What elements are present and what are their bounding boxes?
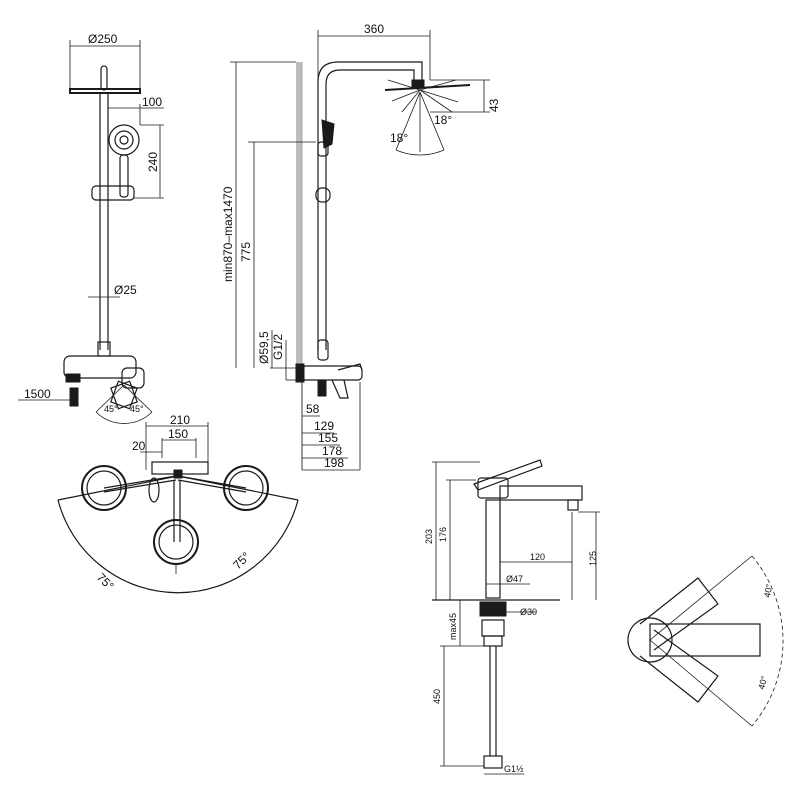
basin-lever — [473, 459, 543, 491]
pipe-diameter-label: Ø25 — [114, 283, 137, 297]
basin-shank — [479, 601, 507, 617]
swing-left-label: 75° — [94, 570, 117, 593]
angle-bottom-label: 40° — [756, 674, 769, 690]
head-diameter-label: Ø250 — [88, 32, 118, 46]
hole-diameter-label: Ø30 — [520, 607, 537, 617]
front-view: Ø250 100 240 Ø25 1500 — [18, 32, 164, 424]
outlet-nozzle — [69, 387, 79, 407]
angle-left-label: 45° — [104, 404, 118, 414]
hand-shower-side — [321, 119, 335, 149]
angle-right-label: 45° — [130, 404, 144, 414]
lever-rest-position — [649, 623, 761, 657]
depth-5-label: 198 — [324, 456, 344, 470]
spray-left-label: 18° — [390, 131, 408, 145]
spray-lines — [387, 79, 459, 113]
basin-thread-label: G1½ — [504, 764, 524, 774]
lever-rotated-up — [639, 577, 719, 651]
swing-arc — [57, 499, 299, 594]
reach-label: 120 — [530, 552, 545, 562]
hose-length-basin-label: 450 — [432, 689, 442, 704]
thread-label: G1/2 — [271, 334, 285, 360]
rain-head-shape — [69, 88, 141, 94]
height-range-label: min870–max1470 — [221, 186, 235, 282]
hose-length-label: 1500 — [24, 387, 51, 401]
depth-3-label: 155 — [318, 431, 338, 445]
centers-outer-label: 210 — [170, 413, 190, 427]
side-view: 360 43 18° 18° — [221, 22, 501, 471]
depth-1-label: 58 — [306, 402, 320, 416]
arm-length-label: 360 — [364, 22, 384, 36]
basin-view: 203 176 120 125 Ø47 Ø30 max45 450 G1½ — [424, 459, 600, 775]
head-connector-shape — [100, 65, 108, 91]
inlet-diameter-label: Ø59,5 — [257, 331, 271, 364]
centers-inner-label: 150 — [168, 427, 188, 441]
spray-right-label: 18° — [434, 113, 452, 127]
basin-spout — [499, 485, 583, 501]
swing-right-label: 75° — [230, 549, 253, 572]
offset-label: 20 — [132, 439, 146, 453]
hand-shower-head — [108, 124, 140, 156]
depth-2-label: 129 — [314, 419, 334, 433]
hand-height-label: 240 — [146, 152, 160, 172]
top-view: 210 150 20 75° 75° — [57, 413, 299, 594]
basin-body — [485, 499, 501, 599]
body-diameter-label: Ø47 — [506, 574, 523, 584]
hose-nut — [483, 755, 503, 769]
deck-thickness-label: max45 — [448, 613, 458, 640]
mixer-side — [301, 365, 363, 381]
hand-offset-label: 100 — [142, 95, 162, 109]
diverter-knob — [121, 367, 145, 389]
lever-position-center — [153, 519, 199, 565]
spout-clearance-label: 125 — [588, 551, 598, 566]
lever-rosette — [627, 617, 673, 663]
lever-rotated-down — [639, 629, 719, 703]
slider-height-label: 775 — [239, 242, 253, 262]
lever-view: 40° 40° — [627, 555, 784, 727]
slider-side — [315, 187, 331, 203]
height-spout-label: 176 — [438, 527, 448, 542]
depth-4-label: 178 — [322, 444, 342, 458]
hand-shower-handle — [119, 154, 129, 198]
height-total-label: 203 — [424, 529, 434, 544]
mixer-body — [63, 355, 137, 379]
slider-bracket — [91, 185, 135, 201]
wall-section — [296, 62, 302, 368]
head-height-label: 43 — [487, 98, 501, 112]
angle-top-label: 40° — [762, 583, 774, 599]
